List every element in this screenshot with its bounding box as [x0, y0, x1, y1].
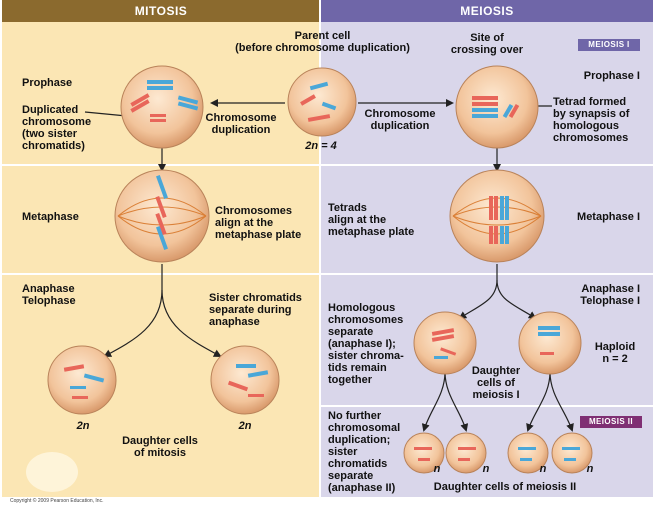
mitosis-daughter-cells-label: Daughter cells of mitosis [122, 435, 198, 459]
mitosis-daughter-cell-right [210, 345, 280, 415]
metaphase-label: Metaphase [22, 211, 79, 223]
no-further-duplication-label: No further chromosomal duplication; sist… [328, 410, 401, 494]
mitosis-prophase-cell [120, 65, 204, 149]
cells [47, 65, 593, 474]
meiosis-two-badge: MEIOSIS II [580, 416, 642, 428]
meiosis-header: MEIOSIS [460, 4, 514, 18]
meiosis-duplication-label: Chromosome duplication [364, 108, 436, 132]
meiosis-two-daughter-cell-2 [445, 432, 487, 474]
meiosis-two-ploidy-1: n [433, 463, 441, 475]
meiosis-two-daughter-cell-4 [551, 432, 593, 474]
meiosis-two-ploidy-4: n [586, 463, 594, 475]
parent-cell-label: Parent cell (before chromosome duplicati… [235, 30, 410, 54]
tetrad-formed-label: Tetrad formed by synapsis of homologous … [553, 96, 630, 144]
meiosis-two-ploidy-3: n [539, 463, 547, 475]
anaphase-telophase-one-label: Anaphase I Telophase I [580, 283, 640, 307]
meiosis-two-daughter-cell-1 [403, 432, 445, 474]
copyright-text: Copyright © 2009 Pearson Education, Inc. [10, 498, 104, 504]
meiosis-one-daughter-label: Daughter cells of meiosis I [471, 365, 521, 401]
parent-ploidy-label: 2n = 4 [305, 140, 337, 152]
meiosis-two-ploidy-2: n [482, 463, 490, 475]
meiosis-header-bar [321, 0, 653, 22]
prophase-label: Prophase [22, 77, 73, 89]
metaphase-one-label: Metaphase I [577, 211, 640, 223]
chromosomes [63, 80, 580, 461]
meiosis-one-daughter-cell-left [413, 311, 477, 375]
mitosis-daughter-cell-left [47, 345, 117, 415]
meiosis-one-badge: MEIOSIS I [578, 39, 640, 51]
mitosis-metaphase-cell [114, 169, 210, 263]
meiosis-two-daughter-label: Daughter cells of meiosis II [433, 481, 577, 493]
homologous-separate-label: Homologous chromosomes separate (anaphas… [328, 302, 404, 386]
parent-cell [287, 67, 357, 137]
haploid-label: Haploid n = 2 [594, 341, 636, 365]
sister-chromatids-label: Sister chromatids separate during anapha… [209, 292, 302, 328]
chromosomes-align-label: Chromosomes align at the metaphase plate [215, 205, 302, 241]
row-separators [2, 164, 653, 407]
mitosis-header-bar [2, 0, 320, 22]
meiosis-two-daughter-cell-3 [507, 432, 549, 474]
mitosis-ploidy-left: 2n [76, 420, 90, 432]
prophase-one-label: Prophase I [583, 70, 640, 82]
duplicated-chromosome-label: Duplicated chromosome (two sister chroma… [22, 104, 92, 152]
meiosis-one-daughter-cell-right [518, 311, 582, 375]
crossing-over-label: Site of crossing over [450, 32, 524, 56]
tetrads-align-label: Tetrads align at the metaphase plate [328, 202, 415, 238]
meiosis-prophase-cell [455, 65, 539, 149]
mitosis-ploidy-right: 2n [238, 420, 252, 432]
flow-arrows [84, 99, 574, 432]
anaphase-telophase-label: Anaphase Telophase [22, 283, 76, 307]
mitosis-header: MITOSIS [134, 4, 188, 18]
mitosis-duplication-label: Chromosome duplication [205, 112, 277, 136]
